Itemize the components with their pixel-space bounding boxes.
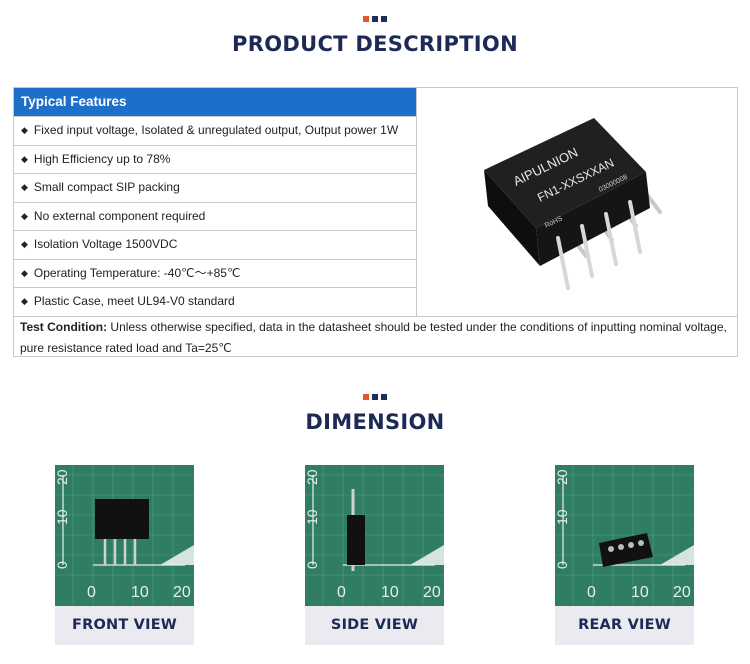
- diamond-bullet-icon: ◆: [21, 239, 28, 249]
- rear-view-panel: 20 10 0 0 10 20 REAR VIEW: [555, 465, 694, 645]
- svg-text:10: 10: [131, 584, 149, 601]
- test-condition-text: Unless otherwise specified, data in the …: [20, 320, 727, 355]
- diamond-bullet-icon: ◆: [21, 153, 28, 164]
- test-condition: Test Condition: Unless otherwise specifi…: [14, 316, 737, 357]
- side-view-panel: 20 10 0 0 10 20 SIDE VIEW: [305, 465, 444, 645]
- diamond-bullet-icon: ◆: [21, 210, 28, 221]
- svg-text:20: 20: [673, 584, 691, 601]
- feature-item: ◆Plastic Case, meet UL94-V0 standard: [14, 287, 416, 316]
- product-photo: AIPULNION FN1-XXSXXAN 03000008 RoHS: [418, 88, 737, 316]
- front-view-panel: 20 10 0 0 10 20 FRONT VIEW: [55, 465, 194, 645]
- section-marker-dots: [363, 394, 387, 400]
- front-view-photo: 20 10 0 0 10 20: [55, 465, 194, 606]
- feature-item: ◆No external component required: [14, 201, 416, 231]
- svg-text:0: 0: [587, 584, 596, 601]
- svg-text:20: 20: [305, 469, 320, 485]
- front-view-label: FRONT VIEW: [55, 606, 194, 645]
- svg-text:10: 10: [381, 584, 399, 601]
- svg-text:20: 20: [55, 469, 70, 485]
- diamond-bullet-icon: ◆: [21, 125, 28, 135]
- features-header: Typical Features: [14, 88, 416, 116]
- product-description-title: PRODUCT DESCRIPTION: [232, 32, 518, 56]
- side-view-label: SIDE VIEW: [305, 606, 444, 645]
- svg-text:0: 0: [305, 561, 320, 569]
- svg-text:10: 10: [631, 584, 649, 601]
- section-marker-dots: [363, 16, 387, 22]
- dimension-title: DIMENSION: [305, 410, 445, 434]
- svg-text:0: 0: [55, 561, 70, 569]
- feature-item: ◆Operating Temperature: -40℃～+85℃: [14, 258, 416, 288]
- feature-item: ◆Small compact SIP packing: [14, 173, 416, 202]
- svg-text:20: 20: [423, 584, 441, 601]
- diamond-bullet-icon: ◆: [21, 267, 28, 278]
- svg-text:20: 20: [555, 469, 570, 485]
- svg-text:10: 10: [555, 509, 570, 525]
- feature-item: ◆Fixed input voltage, Isolated & unregul…: [14, 116, 416, 145]
- rear-view-label: REAR VIEW: [555, 606, 694, 645]
- side-view-photo: 20 10 0 0 10 20: [305, 465, 444, 606]
- features-list: Typical Features ◆Fixed input voltage, I…: [14, 88, 417, 316]
- svg-text:10: 10: [305, 509, 320, 525]
- diamond-bullet-icon: ◆: [21, 182, 28, 192]
- svg-text:0: 0: [337, 584, 346, 601]
- svg-text:20: 20: [173, 584, 191, 601]
- feature-item: ◆Isolation Voltage 1500VDC: [14, 230, 416, 259]
- feature-item: ◆High Efficiency up to 78%: [14, 144, 416, 174]
- svg-text:10: 10: [55, 509, 70, 525]
- features-table: Typical Features ◆Fixed input voltage, I…: [13, 87, 738, 357]
- rear-view-photo: 20 10 0 0 10 20: [555, 465, 694, 606]
- svg-text:0: 0: [87, 584, 96, 601]
- svg-text:0: 0: [555, 561, 570, 569]
- diamond-bullet-icon: ◆: [21, 296, 28, 306]
- test-condition-label: Test Condition:: [20, 320, 108, 334]
